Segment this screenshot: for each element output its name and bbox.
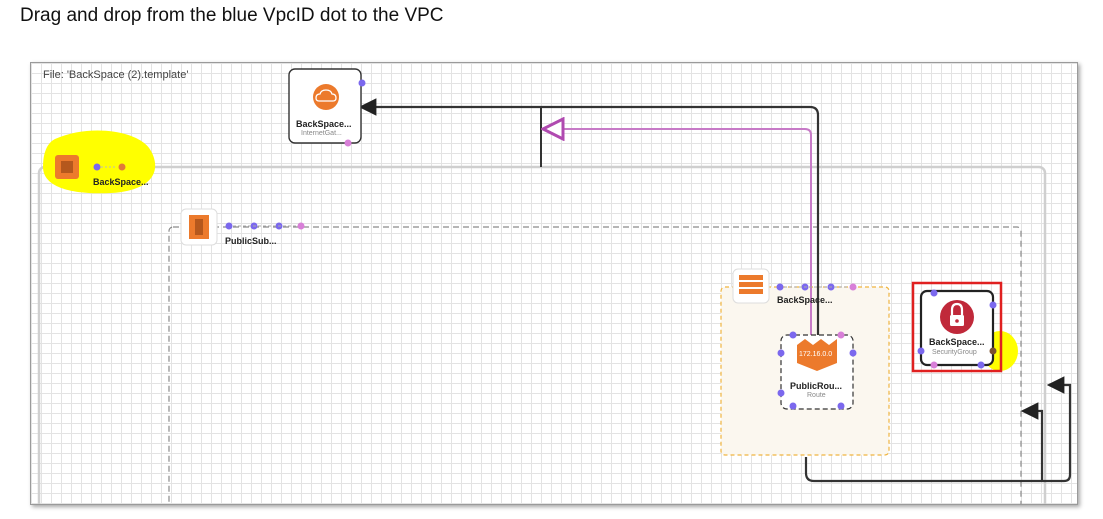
route-to-gateway-line bbox=[358, 98, 820, 335]
vpc-label[interactable]: BackSpace... bbox=[93, 177, 149, 187]
pink-connector-line bbox=[543, 129, 812, 335]
route-table-label[interactable]: BackSpace... bbox=[777, 295, 833, 305]
security-group-label[interactable]: BackSpace... bbox=[929, 337, 985, 347]
public-subnet-label[interactable]: PublicSub... bbox=[225, 236, 277, 246]
vpc-id-port bbox=[118, 163, 126, 171]
internet-gateway-label[interactable]: BackSpace... bbox=[296, 119, 352, 129]
public-subnet-container bbox=[168, 226, 1022, 504]
route-cidr-label: 172.16.0.0 bbox=[799, 351, 833, 358]
vpc-id-port-security-group bbox=[989, 347, 997, 355]
loop-connector-outer bbox=[804, 376, 1072, 483]
internet-gateway-type: InternetGat... bbox=[301, 130, 342, 137]
loop-connector-inner bbox=[1020, 402, 1044, 481]
canvas-drawing bbox=[37, 68, 1072, 504]
instruction-text: Drag and drop from the blue VpcID dot to… bbox=[20, 5, 444, 26]
route-label[interactable]: PublicRou... bbox=[790, 381, 843, 391]
file-label: File: 'BackSpace (2).template' bbox=[43, 69, 189, 81]
template-designer-canvas[interactable]: File: 'BackSpace (2).template' bbox=[30, 62, 1078, 505]
security-group-type: SecurityGroup bbox=[932, 349, 977, 356]
route-type: Route bbox=[807, 392, 826, 399]
security-group-selection bbox=[911, 281, 1003, 373]
